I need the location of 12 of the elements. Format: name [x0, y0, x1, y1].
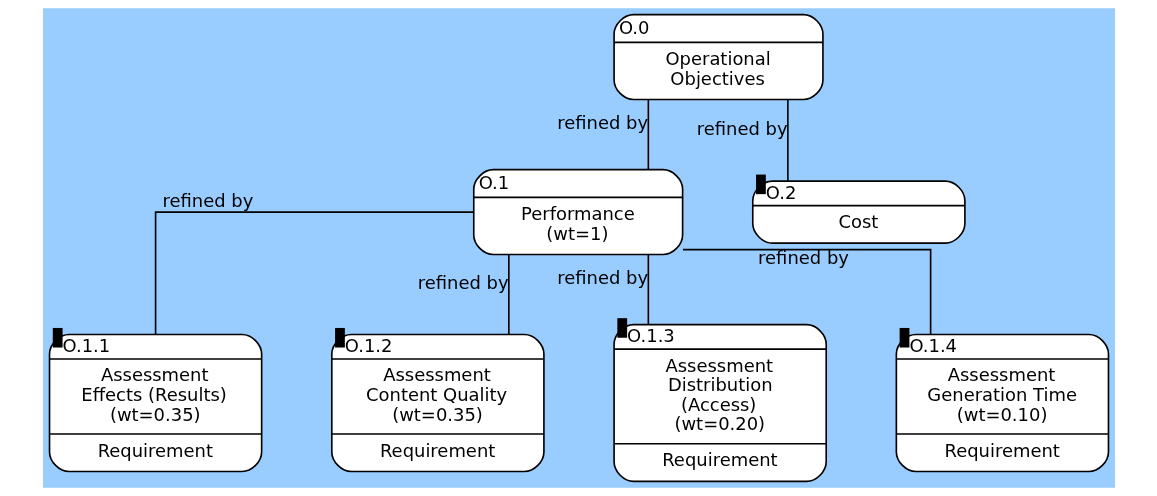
edge-label: refined by [556, 112, 648, 134]
connector [786, 99, 789, 182]
edge-label: refined by [556, 267, 648, 289]
connector [647, 99, 649, 171]
connector [507, 254, 510, 335]
connector [647, 254, 649, 326]
connector [154, 211, 475, 335]
connector [681, 248, 931, 336]
edge-label: refined by [757, 246, 849, 268]
edge-label: refined by [162, 189, 253, 211]
edge-label: refined by [417, 272, 509, 294]
edge-label: refined by [696, 118, 788, 140]
